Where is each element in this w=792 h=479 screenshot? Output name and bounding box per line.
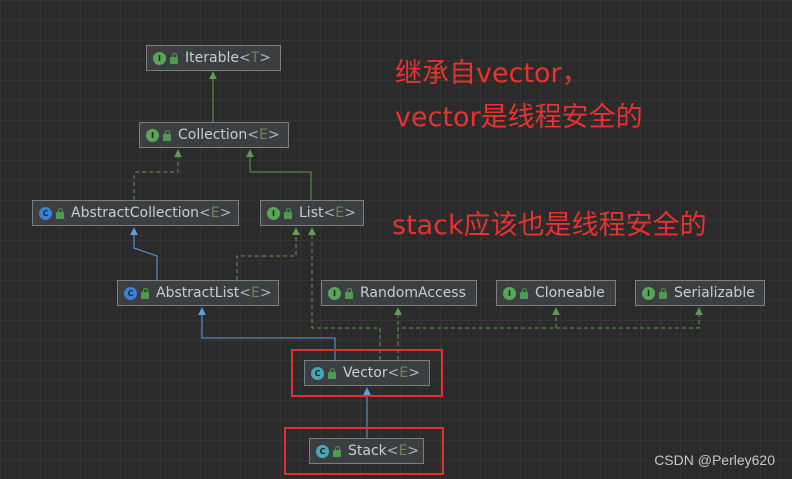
node-vector-open: < [387,365,400,381]
node-iterable-name: Iterable [185,50,239,66]
class-icon: C [311,366,324,380]
node-stack-name: Stack [348,443,387,459]
node-cloneable[interactable]: I Cloneable [496,280,616,306]
class-icon: C [316,444,329,458]
node-abstract-list-type-param: E [250,285,260,301]
node-abstract-collection[interactable]: C AbstractCollection<E> [32,200,239,226]
public-lock-icon [56,207,64,219]
node-abstract-collection-open: < [199,205,211,221]
node-serializable-name: Serializable [674,285,755,301]
node-serializable[interactable]: I Serializable [635,280,765,306]
node-list-close: > [344,205,356,221]
edge-list-collection [246,149,312,200]
interface-icon: I [503,286,516,300]
node-collection-close: > [267,127,280,143]
node-iterable-type-param: T [250,50,260,66]
edge-abstractcollection-collection [133,149,182,200]
node-vector-type-param: E [399,365,409,381]
node-random-access[interactable]: I RandomAccess [321,280,477,306]
watermark: CSDN @Perley620 [654,452,775,468]
node-vector-close: > [408,365,420,381]
abstract-class-icon: C [39,206,52,220]
node-collection-type-param: E [258,127,268,143]
annotation-line-3: stack应该也是线程安全的 [392,210,707,241]
node-collection-open: < [247,127,259,143]
interface-icon: I [642,286,655,300]
abstract-class-icon: C [124,286,137,300]
vector-highlight-box [291,349,443,397]
node-list[interactable]: I List<E> [260,200,364,226]
public-lock-icon [345,287,353,299]
node-abstract-list-name: AbstractList [156,285,240,301]
node-iterable-open: < [238,50,251,66]
node-cloneable-name: Cloneable [535,285,605,301]
annotation-line-2: vector是线程安全的 [395,102,643,133]
node-abstract-list[interactable]: C AbstractList<E> [117,280,279,306]
node-list-open: < [323,205,336,221]
node-collection-name: Collection [178,127,248,143]
public-lock-icon [659,287,667,299]
node-abstract-collection-close: > [219,205,232,221]
node-iterable[interactable]: I Iterable<T> [146,45,281,71]
node-stack-open: < [386,443,399,459]
interface-icon: I [328,286,341,300]
node-iterable-close: > [259,50,271,66]
node-stack[interactable]: C Stack<E> [309,438,424,464]
public-lock-icon [520,287,528,299]
public-lock-icon [163,129,171,141]
annotation-line-1: 继承自vector， [395,58,589,89]
edge-abstractlist-list [236,227,300,280]
node-stack-close: > [407,443,420,459]
stack-highlight-box [284,427,444,475]
node-list-name: List [299,205,324,221]
public-lock-icon [333,445,341,457]
node-collection[interactable]: I Collection<E> [139,122,289,148]
node-list-type-param: E [335,205,345,221]
node-random-access-name: RandomAccess [360,285,466,301]
node-abstract-collection-type-param: E [210,205,220,221]
node-vector[interactable]: C Vector<E> [304,360,430,386]
node-abstract-list-close: > [259,285,272,301]
interface-icon: I [146,128,159,142]
public-lock-icon [284,207,292,219]
interface-icon: I [267,206,280,220]
public-lock-icon [141,287,149,299]
node-abstract-collection-name: AbstractCollection [71,205,200,221]
edge-vector-list [308,227,381,360]
node-vector-name: Vector [343,365,388,381]
public-lock-icon [328,367,336,379]
interface-icon: I [153,51,166,65]
edge-abstractlist-abstractcollection [130,227,158,280]
node-stack-type-param: E [398,443,408,459]
edge-vector-cloneable [397,307,560,345]
node-abstract-list-open: < [239,285,251,301]
edge-vector-serializable [556,307,703,329]
public-lock-icon [170,52,178,64]
